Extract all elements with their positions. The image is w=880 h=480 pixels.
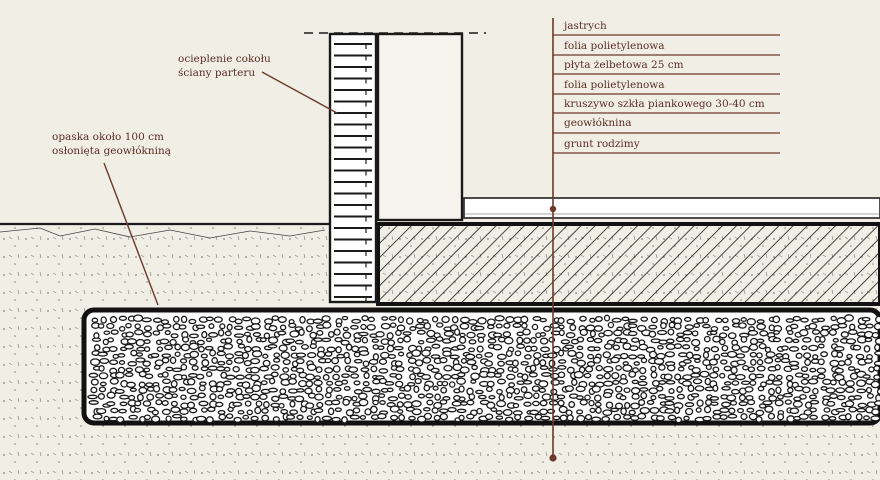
layer-label-rules (553, 34, 780, 154)
band-label-line1: opaska około 100 cm (52, 131, 164, 143)
insulation-label-line1: ocieplenie cokołu (178, 53, 271, 65)
indicator-top-dot (549, 205, 557, 213)
ground-floor-wall (376, 32, 464, 222)
screed-layer (463, 197, 880, 219)
layer-label-foam-glass: kruszywo szkła piankowego 30-40 cm (564, 98, 765, 110)
layer-label-pe-foil-1: folia polietylenowa (564, 40, 665, 52)
layer-label-screed: jastrych (564, 20, 607, 32)
insulation-ribs (334, 43, 372, 302)
insulation-label-line2: ściany parteru (178, 67, 256, 79)
layer-label-pe-foil-2: folia polietylenowa (564, 79, 665, 91)
indicator-bottom-dot (549, 454, 557, 462)
band-label-line2: osłonięta geowłókniną (52, 145, 172, 157)
layer-label-native-soil: grunt rodzimy (564, 138, 640, 150)
band-leader-line (103, 162, 159, 306)
layer-label-geotextile: geowłóknina (564, 117, 632, 129)
reinforced-concrete-slab (376, 222, 880, 306)
layer-label-concrete-slab: płyta żelbetowa 25 cm (564, 59, 684, 71)
insulation-leader-line (261, 71, 338, 114)
gravel-texture (87, 314, 880, 424)
